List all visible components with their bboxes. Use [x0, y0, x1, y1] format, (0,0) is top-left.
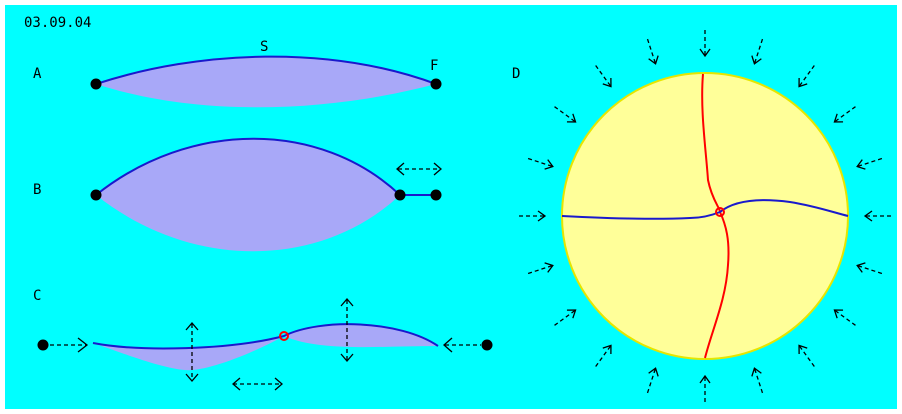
- inward-arrow-d-icon: [596, 66, 611, 87]
- panel-b-label: B: [33, 182, 41, 198]
- inward-arrow-d-head: [752, 368, 762, 376]
- node-a-right: [431, 79, 442, 90]
- inward-arrow-d-icon: [596, 345, 611, 366]
- date-label: 03.09.04: [24, 15, 91, 31]
- inward-arrow-d-icon: [555, 107, 576, 122]
- inward-arrow-d-icon: [752, 368, 763, 393]
- inward-arrow-d-head: [545, 160, 553, 170]
- lens-a-shape: [96, 57, 436, 108]
- inward-arrow-d-icon: [700, 376, 710, 402]
- double-arrow-b-icon: [397, 163, 441, 175]
- node-c-right: [482, 340, 493, 351]
- panel-c: C: [33, 288, 493, 390]
- inward-arrow-d-icon: [700, 30, 710, 56]
- inward-arrow-d-icon: [648, 39, 659, 64]
- panel-b: B: [33, 139, 442, 252]
- inward-arrow-c-left-icon: [50, 338, 87, 352]
- point-s-label: S: [260, 39, 268, 55]
- inward-arrow-d-icon: [865, 211, 891, 221]
- panel-a-label: A: [33, 66, 42, 82]
- inward-arrow-d-icon: [834, 310, 855, 325]
- inward-arrow-d-icon: [752, 39, 763, 64]
- inward-arrow-d-icon: [528, 263, 553, 274]
- lens-b-shape: [96, 139, 400, 252]
- panel-d-label: D: [512, 66, 520, 82]
- inward-arrow-d-head: [752, 56, 762, 64]
- inward-arrow-d-icon: [519, 211, 545, 221]
- inward-arrow-d-head: [857, 160, 865, 170]
- inward-arrow-d-icon: [834, 107, 855, 122]
- node-b-left: [91, 190, 102, 201]
- panel-a: A S F: [33, 39, 442, 107]
- inward-arrow-d-icon: [555, 310, 576, 325]
- node-a-left: [91, 79, 102, 90]
- inward-arrow-d-icon: [799, 66, 814, 87]
- inward-arrow-d-head: [857, 263, 865, 273]
- inward-arrow-d-head: [649, 368, 659, 376]
- panel-d: D: [512, 30, 891, 402]
- node-b-middle: [395, 190, 406, 201]
- double-arrow-c-icon: [233, 378, 282, 390]
- inward-arrow-c-right-icon: [444, 338, 481, 352]
- point-f-label: F: [430, 58, 438, 74]
- inward-arrow-d-head: [649, 56, 659, 64]
- node-c-left: [38, 340, 49, 351]
- inward-arrow-d-icon: [857, 263, 882, 274]
- lens-c-shape: [93, 324, 438, 370]
- inward-arrow-d-head: [545, 263, 553, 273]
- inward-arrow-d-icon: [799, 345, 814, 366]
- inward-arrow-d-icon: [528, 159, 553, 170]
- node-b-right: [431, 190, 442, 201]
- inward-arrow-d-icon: [648, 368, 659, 393]
- inward-arrow-d-icon: [857, 159, 882, 170]
- panel-c-label: C: [33, 288, 41, 304]
